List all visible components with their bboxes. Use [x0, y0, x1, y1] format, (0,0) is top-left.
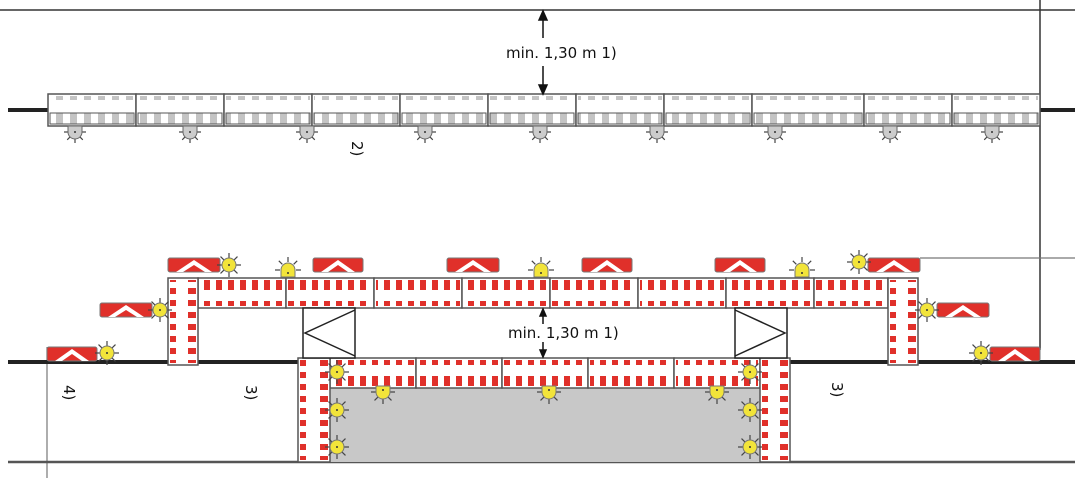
- barrier-segment: [813, 277, 889, 309]
- barrier-segment: [135, 93, 225, 127]
- warning-lamp-icon: [847, 250, 871, 274]
- note-3-right: 3): [828, 382, 846, 397]
- chevron-sign-icon: [714, 257, 766, 273]
- note-2: 2): [348, 141, 366, 156]
- barrier-segment: [487, 93, 577, 127]
- warning-lamp-icon: [879, 125, 901, 143]
- barrier-segment: [223, 93, 313, 127]
- barrier-post: [167, 277, 199, 366]
- warning-lamp-icon: [738, 360, 762, 384]
- warning-lamp-icon: [325, 398, 349, 422]
- dimension-arrow-lower: [538, 307, 548, 359]
- barrier-segment: [501, 357, 589, 389]
- barrier-segment: [461, 277, 551, 309]
- chevron-sign-icon: [989, 346, 1041, 362]
- warning-lamp-icon: [64, 125, 86, 143]
- warning-lamp-icon: [296, 125, 318, 143]
- warning-lamp-icon: [738, 435, 762, 459]
- barrier-segment: [399, 93, 489, 127]
- warning-lamp-icon: [95, 341, 119, 365]
- upper-barrier: [47, 93, 1041, 127]
- barrier-segment: [575, 93, 665, 127]
- barrier-segment: [587, 357, 675, 389]
- lower-dimension-label: min. 1,30 m 1): [508, 324, 619, 342]
- barrier-segment: [373, 277, 463, 309]
- warning-lamp-icon: [915, 298, 939, 322]
- upper-dimension-label: min. 1,30 m 1): [506, 44, 617, 62]
- warning-lamp-icon: [529, 125, 551, 143]
- warning-lamp-icon: [646, 125, 668, 143]
- chevron-sign-icon: [446, 257, 500, 273]
- warning-lamp-icon: [275, 257, 301, 278]
- note-3-left: 3): [242, 385, 260, 400]
- lower-barrier: [167, 277, 919, 463]
- warning-lamp-icon: [981, 125, 1003, 143]
- warning-lamp-icon: [528, 257, 554, 278]
- barrier-post: [759, 357, 791, 463]
- chevron-sign-icon: [99, 302, 153, 318]
- barrier-segment: [549, 277, 639, 309]
- chevron-sign-icon: [46, 346, 98, 362]
- barrier-segment: [415, 357, 503, 389]
- warning-lamp-icon: [148, 298, 172, 322]
- work-area: [330, 388, 760, 462]
- warning-lamp-icon: [969, 341, 993, 365]
- warning-lamps: [64, 125, 1003, 459]
- barrier-segment: [285, 277, 375, 309]
- chevron-sign-icon: [167, 257, 221, 273]
- chevron-sign-icon: [936, 302, 990, 318]
- barrier-segment: [311, 93, 401, 127]
- direction-arrow-icon: [302, 307, 356, 359]
- warning-lamp-icon: [738, 398, 762, 422]
- barrier-segment: [751, 93, 865, 127]
- direction-arrow-icon: [734, 307, 788, 359]
- barrier-segment: [725, 277, 815, 309]
- dimension-arrow-upper: [537, 9, 549, 96]
- warning-lamp-icon: [217, 253, 241, 277]
- barrier-post: [887, 277, 919, 366]
- chevron-signs: [46, 257, 1041, 362]
- warning-lamp-icon: [537, 385, 561, 404]
- chevron-sign-icon: [581, 257, 633, 273]
- note-4: 4): [60, 385, 78, 400]
- barrier-segment: [47, 93, 137, 127]
- chevron-sign-icon: [867, 257, 921, 273]
- chevron-sign-icon: [312, 257, 364, 273]
- warning-lamp-icon: [371, 385, 395, 404]
- barrier-segment: [863, 93, 953, 127]
- warning-lamp-icon: [789, 257, 815, 278]
- barrier-segment: [637, 277, 727, 309]
- warning-lamp-icon: [179, 125, 201, 143]
- warning-lamp-icon: [705, 385, 729, 404]
- barrier-segment: [197, 277, 287, 309]
- barrier-segment: [663, 93, 753, 127]
- warning-lamp-icon: [325, 360, 349, 384]
- warning-lamp-icon: [414, 125, 436, 143]
- warning-lamp-icon: [325, 435, 349, 459]
- barrier-post: [297, 357, 331, 463]
- barrier-segment: [951, 93, 1041, 127]
- warning-lamp-icon: [764, 125, 786, 143]
